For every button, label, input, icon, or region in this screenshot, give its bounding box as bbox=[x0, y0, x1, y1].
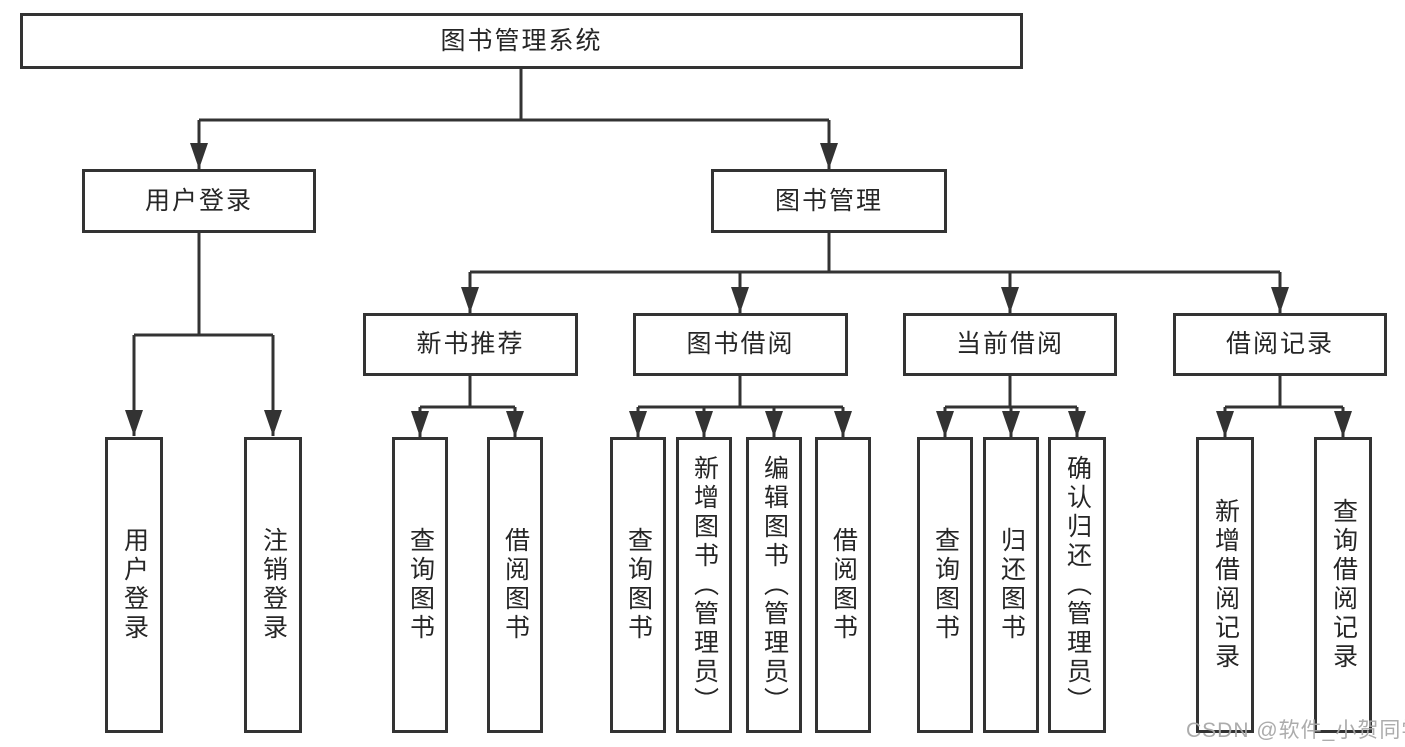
leaf-query-books-recommend: 查询图书 bbox=[392, 437, 448, 733]
leaf-confirm-return-admin: 确认归还（管理员） bbox=[1048, 437, 1106, 733]
arrowhead-icons bbox=[125, 143, 1352, 437]
node-book-borrowing: 图书借阅 bbox=[633, 313, 848, 376]
node-book-management: 图书管理 bbox=[711, 169, 947, 233]
leaf-return-books: 归还图书 bbox=[983, 437, 1039, 733]
leaf-user-login: 用户登录 bbox=[105, 437, 163, 733]
leaf-query-books-borrow: 查询图书 bbox=[610, 437, 666, 733]
leaf-borrow-books-recommend: 借阅图书 bbox=[487, 437, 543, 733]
leaf-logout-login: 注销登录 bbox=[244, 437, 302, 733]
node-root-system: 图书管理系统 bbox=[20, 13, 1023, 69]
leaf-borrow-books: 借阅图书 bbox=[815, 437, 871, 733]
leaf-query-borrow-record: 查询借阅记录 bbox=[1314, 437, 1372, 733]
node-new-book-recommend: 新书推荐 bbox=[363, 313, 578, 376]
leaf-edit-books-admin: 编辑图书（管理员） bbox=[746, 437, 802, 733]
node-current-borrowing: 当前借阅 bbox=[903, 313, 1117, 376]
watermark: CSDN @软件_小贺同学 bbox=[1186, 719, 1405, 742]
leaf-add-books-admin: 新增图书（管理员） bbox=[676, 437, 732, 733]
node-user-login: 用户登录 bbox=[82, 169, 316, 233]
node-borrowing-records: 借阅记录 bbox=[1173, 313, 1387, 376]
leaf-query-books-current: 查询图书 bbox=[917, 437, 973, 733]
leaf-add-borrow-record: 新增借阅记录 bbox=[1196, 437, 1254, 733]
